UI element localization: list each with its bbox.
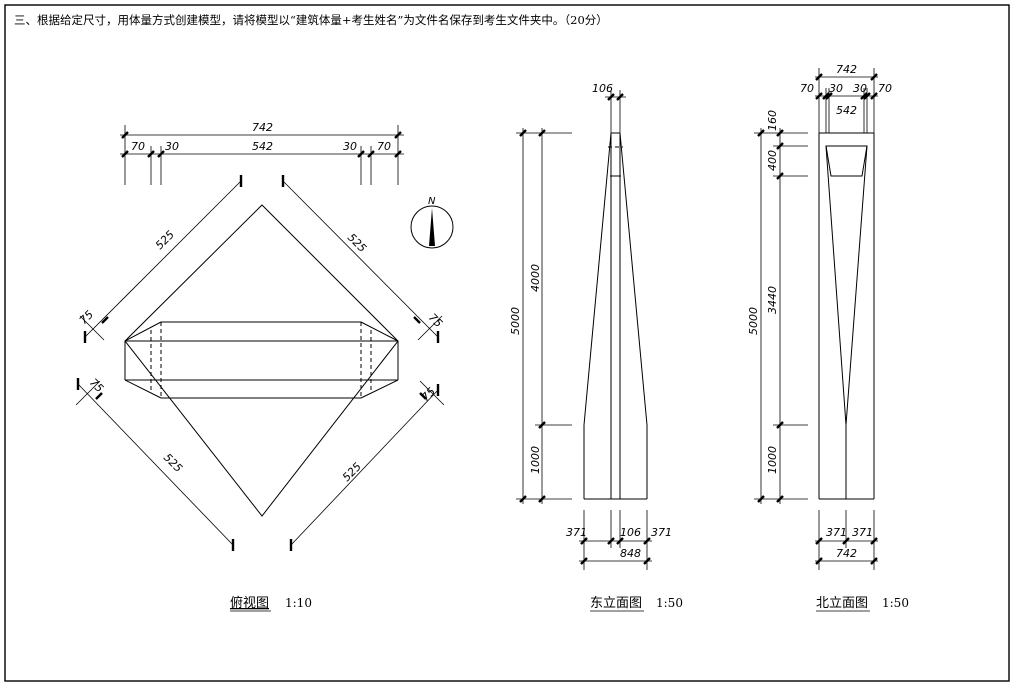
plan-dim-75-sw: 75 bbox=[87, 376, 106, 395]
plan-inner-box bbox=[124, 321, 399, 399]
north-arrow-icon: N bbox=[410, 196, 454, 249]
plan-dim-525-se: 525 bbox=[340, 460, 364, 484]
north-outline bbox=[818, 132, 875, 500]
plan-dim-542: 542 bbox=[252, 140, 273, 153]
north-label: N bbox=[428, 196, 436, 207]
north-dim-742-bottom: 742 bbox=[836, 547, 857, 560]
north-dim-542: 542 bbox=[836, 104, 857, 117]
north-dim-742-top: 742 bbox=[836, 63, 857, 76]
east-dim-106-bottom: 106 bbox=[620, 526, 641, 539]
plan-diamond-outline bbox=[124, 204, 399, 517]
plan-dim-742: 742 bbox=[252, 121, 273, 134]
east-elevation-view: 106 5000 4000 1000 bbox=[509, 82, 683, 612]
plan-dim-75-nw: 75 bbox=[77, 308, 96, 327]
north-view-scale: 1:50 bbox=[882, 596, 909, 610]
plan-view-title: 俯视图 bbox=[230, 595, 269, 611]
north-dim-30-right: 30 bbox=[853, 82, 867, 95]
north-view-title: 北立面图 bbox=[816, 596, 868, 611]
east-top-dimension: 106 bbox=[592, 82, 626, 133]
north-dim-371-right: 371 bbox=[852, 526, 873, 539]
east-view-title: 东立面图 bbox=[590, 596, 642, 611]
east-dim-1000: 1000 bbox=[529, 446, 542, 474]
north-top-dimension: 742 70 30 542 30 70 bbox=[800, 63, 892, 133]
north-dim-70-right: 70 bbox=[878, 82, 892, 95]
east-outline bbox=[583, 132, 648, 500]
north-dim-30-left: 30 bbox=[829, 82, 843, 95]
north-dim-70-left: 70 bbox=[800, 82, 814, 95]
plan-dim-30-right: 30 bbox=[343, 140, 357, 153]
plan-diagonal-dimensions: 525 525 525 525 75 75 75 75 bbox=[75, 175, 445, 551]
north-dim-3440: 3440 bbox=[766, 286, 779, 314]
east-bottom-dimension: 371 106 371 848 bbox=[566, 510, 672, 570]
north-left-dimension: 5000 160 400 3440 1000 bbox=[747, 110, 808, 504]
question-text: 三、根据给定尺寸，用体量方式创建模型，请将模型以“建筑体量+考生姓名”为文件名保… bbox=[14, 13, 608, 27]
north-bottom-dimension: 371 371 742 bbox=[815, 510, 878, 570]
plan-dim-75-se: 75 bbox=[419, 385, 438, 404]
sheet-border bbox=[4, 4, 1010, 682]
north-dim-371-left: 371 bbox=[826, 526, 847, 539]
east-dim-371-left: 371 bbox=[566, 526, 587, 539]
east-dim-4000: 4000 bbox=[529, 264, 542, 292]
north-elevation-view: 742 70 30 542 30 70 bbox=[747, 63, 909, 612]
plan-dim-30-left: 30 bbox=[165, 140, 179, 153]
plan-dim-525-ne: 525 bbox=[345, 231, 369, 255]
north-dim-5000: 5000 bbox=[747, 307, 760, 335]
east-dim-5000: 5000 bbox=[509, 307, 522, 335]
east-dim-371-right: 371 bbox=[651, 526, 672, 539]
plan-dim-70-left: 70 bbox=[131, 140, 145, 153]
east-dim-106-top: 106 bbox=[592, 82, 613, 95]
plan-dim-70-right: 70 bbox=[377, 140, 391, 153]
north-dim-160: 160 bbox=[766, 110, 779, 131]
plan-view: 742 70 30 542 30 70 bbox=[75, 121, 454, 612]
plan-dim-525-sw: 525 bbox=[161, 451, 185, 475]
east-view-scale: 1:50 bbox=[656, 596, 683, 610]
north-dim-400: 400 bbox=[766, 150, 779, 171]
plan-view-scale: 1:10 bbox=[285, 596, 312, 610]
east-dim-848: 848 bbox=[620, 547, 641, 560]
east-left-dimension: 5000 4000 1000 bbox=[509, 128, 572, 504]
north-dim-1000: 1000 bbox=[766, 446, 779, 474]
plan-top-dimension: 742 70 30 542 30 70 bbox=[120, 121, 404, 185]
north-top-trapezoid bbox=[825, 145, 868, 177]
